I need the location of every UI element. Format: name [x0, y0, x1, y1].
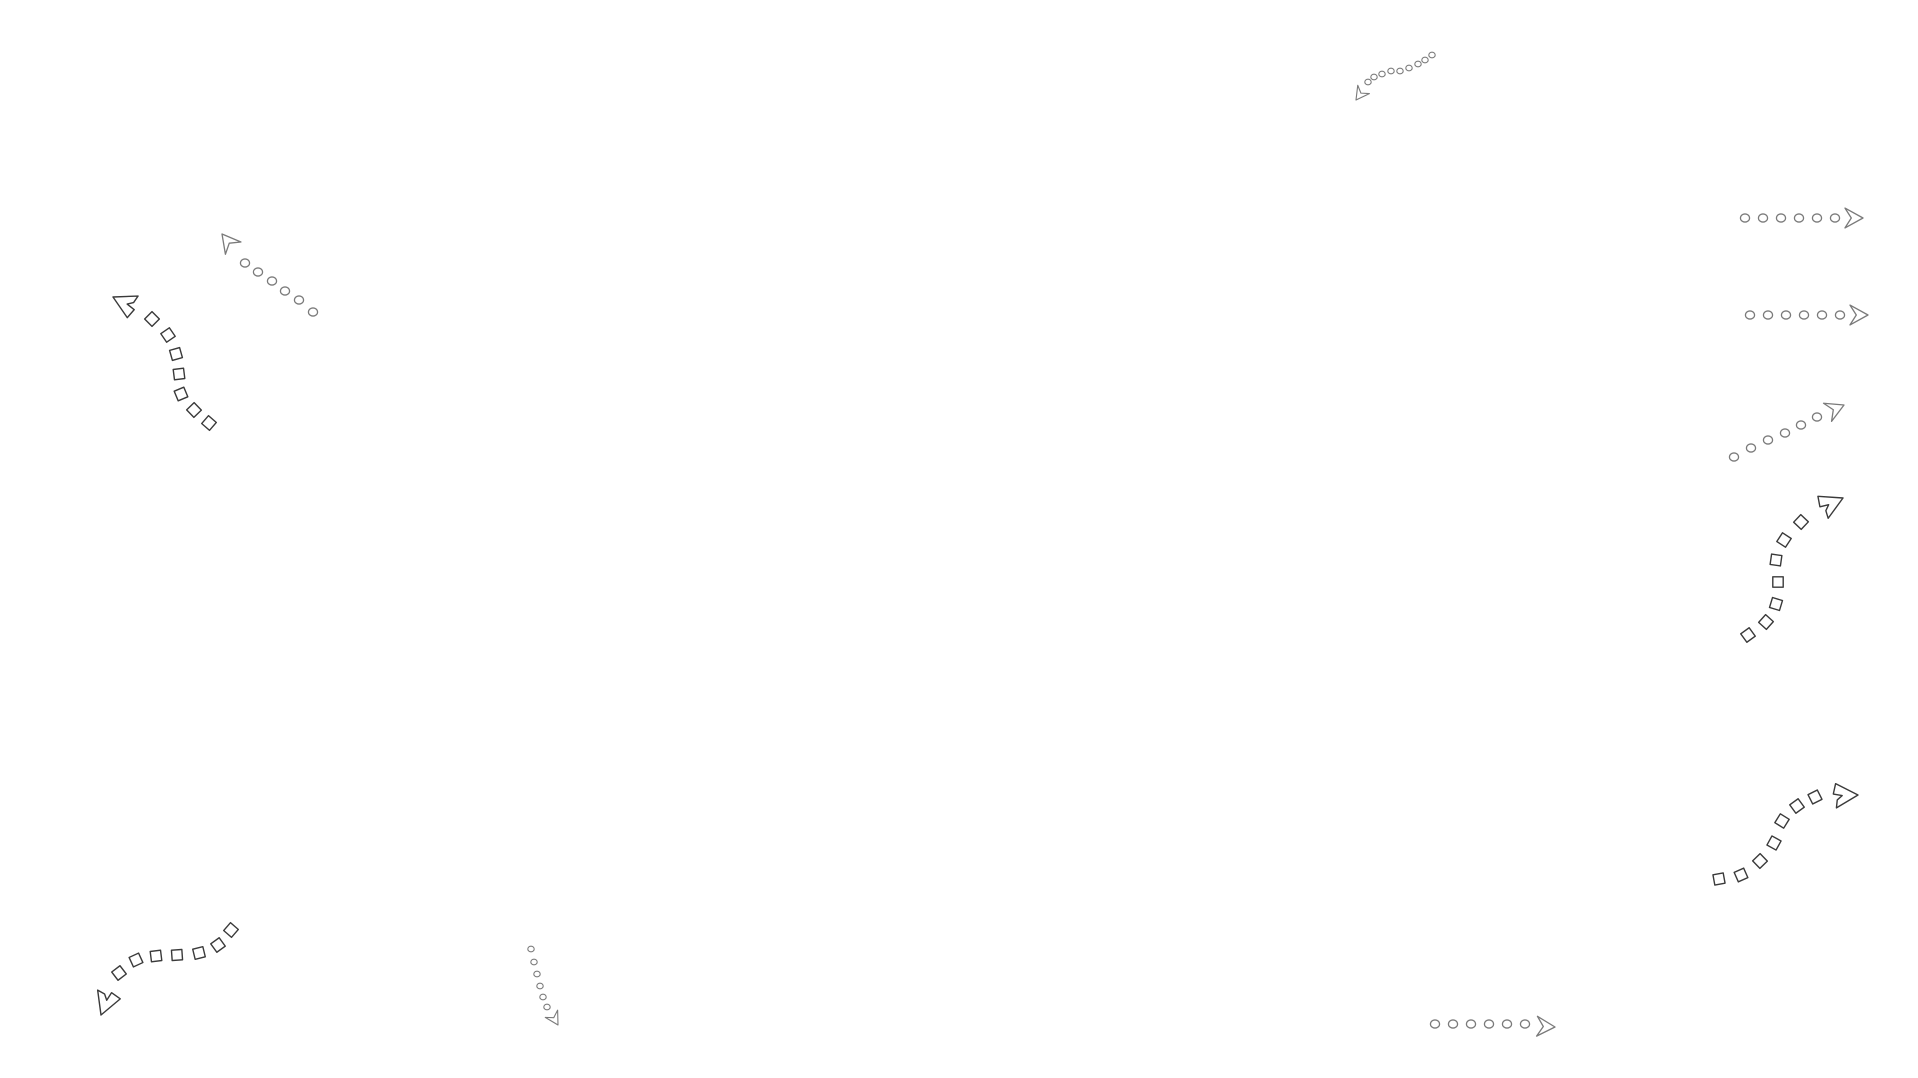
arrow-upper-left-outer — [112, 295, 218, 432]
square-marker — [1772, 576, 1784, 588]
square-marker — [160, 327, 176, 343]
circle-marker — [1370, 73, 1378, 81]
circle-marker — [1519, 1019, 1531, 1029]
square-marker — [185, 401, 203, 419]
square-marker — [210, 937, 226, 953]
circle-marker — [1378, 70, 1386, 78]
circle-marker — [1739, 213, 1751, 223]
circle-marker — [1414, 60, 1422, 68]
circle-marker — [1501, 1019, 1513, 1029]
arrowhead-icon — [96, 989, 121, 1016]
arrow-right-row-1 — [1739, 207, 1864, 229]
circle-marker — [1387, 67, 1395, 75]
square-marker — [1807, 789, 1823, 805]
arrowhead-icon — [544, 1009, 559, 1026]
square-marker — [111, 965, 127, 981]
circle-marker — [239, 258, 251, 268]
arrow-right-row-5 — [1712, 782, 1859, 886]
circle-marker — [1429, 1019, 1441, 1029]
square-marker — [143, 310, 161, 328]
circle-marker — [1811, 213, 1823, 223]
arrow-right-row-3 — [1728, 402, 1845, 462]
circle-marker — [293, 295, 305, 305]
circle-marker — [1775, 213, 1787, 223]
circle-marker — [1745, 443, 1757, 453]
arrowhead-icon — [1822, 402, 1845, 423]
arrow-upper-left-inner — [221, 233, 319, 317]
circle-marker — [1483, 1019, 1495, 1029]
circle-marker — [252, 267, 264, 277]
arrowhead-icon — [1849, 304, 1869, 326]
square-marker — [1776, 532, 1792, 548]
arrowhead-icon — [1535, 1015, 1556, 1037]
circle-marker — [1421, 56, 1429, 64]
arrow-top-center-right — [1355, 51, 1436, 101]
square-marker — [1751, 852, 1769, 870]
circle-marker — [307, 307, 319, 317]
circle-marker — [1795, 420, 1807, 430]
circle-marker — [266, 276, 278, 286]
square-marker — [172, 367, 186, 381]
circle-marker — [1834, 310, 1846, 320]
circle-marker — [1762, 435, 1774, 445]
circle-marker — [527, 945, 535, 953]
square-marker — [200, 414, 218, 432]
circle-marker — [1793, 213, 1805, 223]
circle-marker — [1396, 67, 1404, 75]
arrowhead-icon — [112, 295, 139, 319]
square-marker — [1768, 596, 1784, 612]
circle-marker — [1728, 452, 1740, 462]
square-marker — [222, 921, 240, 939]
square-marker — [1792, 513, 1810, 531]
arrow-right-row-2 — [1744, 304, 1869, 326]
circle-marker — [1762, 310, 1774, 320]
circle-marker — [543, 1003, 551, 1011]
circle-marker — [279, 286, 291, 296]
square-marker — [1733, 867, 1749, 883]
square-marker — [1774, 813, 1790, 829]
circle-marker — [1447, 1019, 1459, 1029]
square-marker — [168, 346, 184, 362]
circle-marker — [536, 982, 544, 990]
arrowhead-icon — [1844, 207, 1864, 229]
circle-marker — [1780, 310, 1792, 320]
square-marker — [1789, 798, 1805, 814]
arrowhead-icon — [1817, 495, 1844, 519]
square-marker — [170, 948, 184, 962]
arrowhead-icon — [1355, 84, 1370, 101]
square-marker — [1766, 835, 1782, 851]
square-marker — [192, 946, 206, 960]
circle-marker — [1779, 428, 1791, 438]
square-marker — [173, 386, 189, 402]
arrowhead-icon — [1832, 782, 1859, 809]
arrowhead-icon — [221, 233, 242, 255]
circle-marker — [533, 970, 541, 978]
square-marker — [149, 949, 163, 963]
circle-marker — [530, 958, 538, 966]
square-marker — [1769, 553, 1783, 567]
circle-marker — [1798, 310, 1810, 320]
circle-marker — [1816, 310, 1828, 320]
square-marker — [128, 952, 144, 968]
circle-marker — [539, 993, 547, 1001]
arrow-bottom-center-right — [1429, 1015, 1556, 1037]
square-marker — [1757, 613, 1775, 631]
circle-marker — [1811, 412, 1823, 422]
arrow-bottom-left-center — [527, 945, 559, 1026]
circle-marker — [1757, 213, 1769, 223]
square-marker — [1740, 627, 1756, 643]
square-marker — [1712, 872, 1726, 886]
arrow-right-row-4 — [1740, 495, 1844, 643]
circle-marker — [1465, 1019, 1477, 1029]
circle-marker — [1829, 213, 1841, 223]
circle-marker — [1744, 310, 1756, 320]
arrow-bottom-left — [96, 921, 240, 1016]
circle-marker — [1405, 64, 1413, 72]
circle-marker — [1428, 51, 1436, 59]
circle-marker — [1364, 78, 1372, 86]
